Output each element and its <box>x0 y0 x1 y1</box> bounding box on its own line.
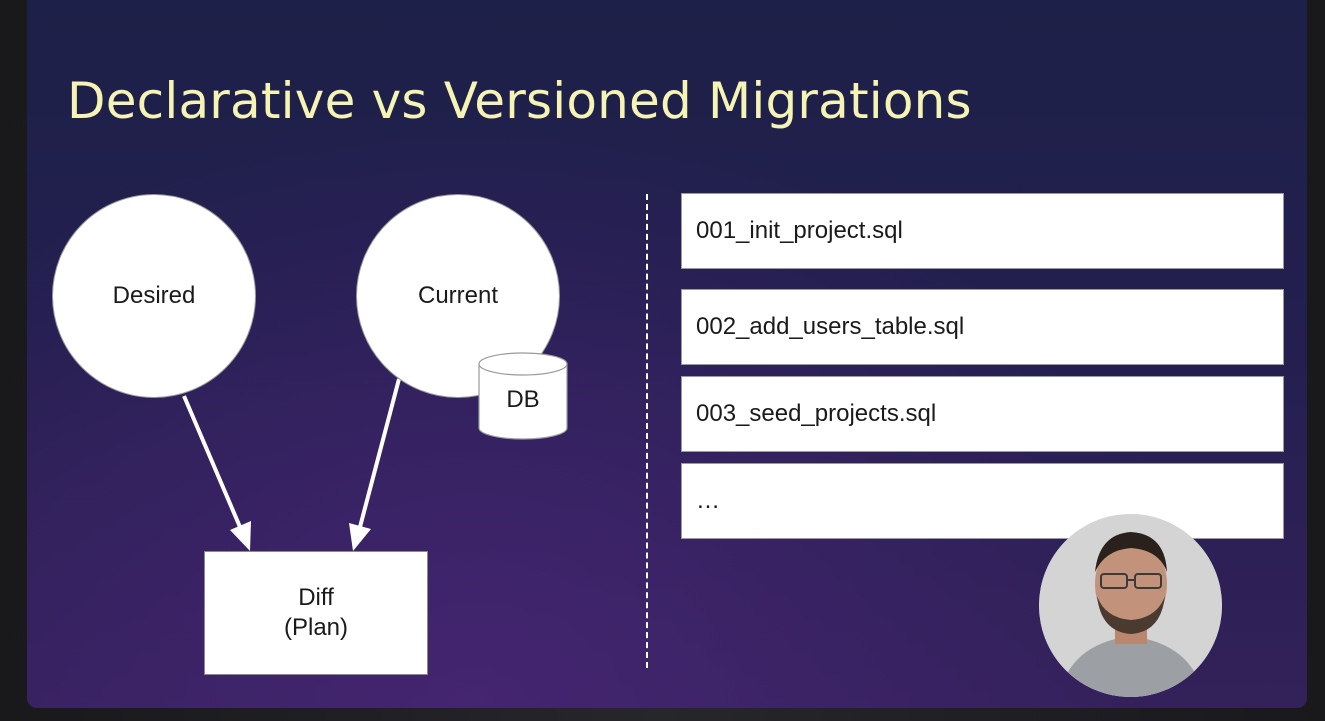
migration-file-row: 003_seed_projects.sql <box>681 376 1284 452</box>
arrow-desired-to-diff <box>182 395 251 551</box>
db-label: DB <box>506 386 540 413</box>
slide-title: Declarative vs Versioned Migrations <box>67 72 972 130</box>
presentation-slide: Declarative vs Versioned Migrations Desi… <box>27 0 1307 708</box>
desired-label: Desired <box>112 282 196 309</box>
diff-plan-node: Diff (Plan) <box>204 551 428 675</box>
presenter-avatar-icon <box>1039 514 1222 697</box>
current-state-node: Current <box>356 194 560 398</box>
database-cylinder: DB <box>478 352 568 440</box>
migration-file-row: 001_init_project.sql <box>681 193 1284 269</box>
desired-state-node: Desired <box>52 194 256 398</box>
migration-file-list: 001_init_project.sql 002_add_users_table… <box>681 193 1284 539</box>
diff-label: Diff <box>298 584 334 611</box>
presenter-webcam <box>1039 514 1222 697</box>
migration-file-row: 002_add_users_table.sql <box>681 289 1284 365</box>
plan-label: (Plan) <box>283 614 349 641</box>
migration-file-row-ellipsis: … <box>681 463 1284 539</box>
database-icon <box>478 352 568 440</box>
arrow-current-to-diff <box>349 378 401 551</box>
dashed-divider <box>646 194 648 668</box>
diagram-arrows <box>182 378 401 551</box>
current-label: Current <box>417 282 499 309</box>
